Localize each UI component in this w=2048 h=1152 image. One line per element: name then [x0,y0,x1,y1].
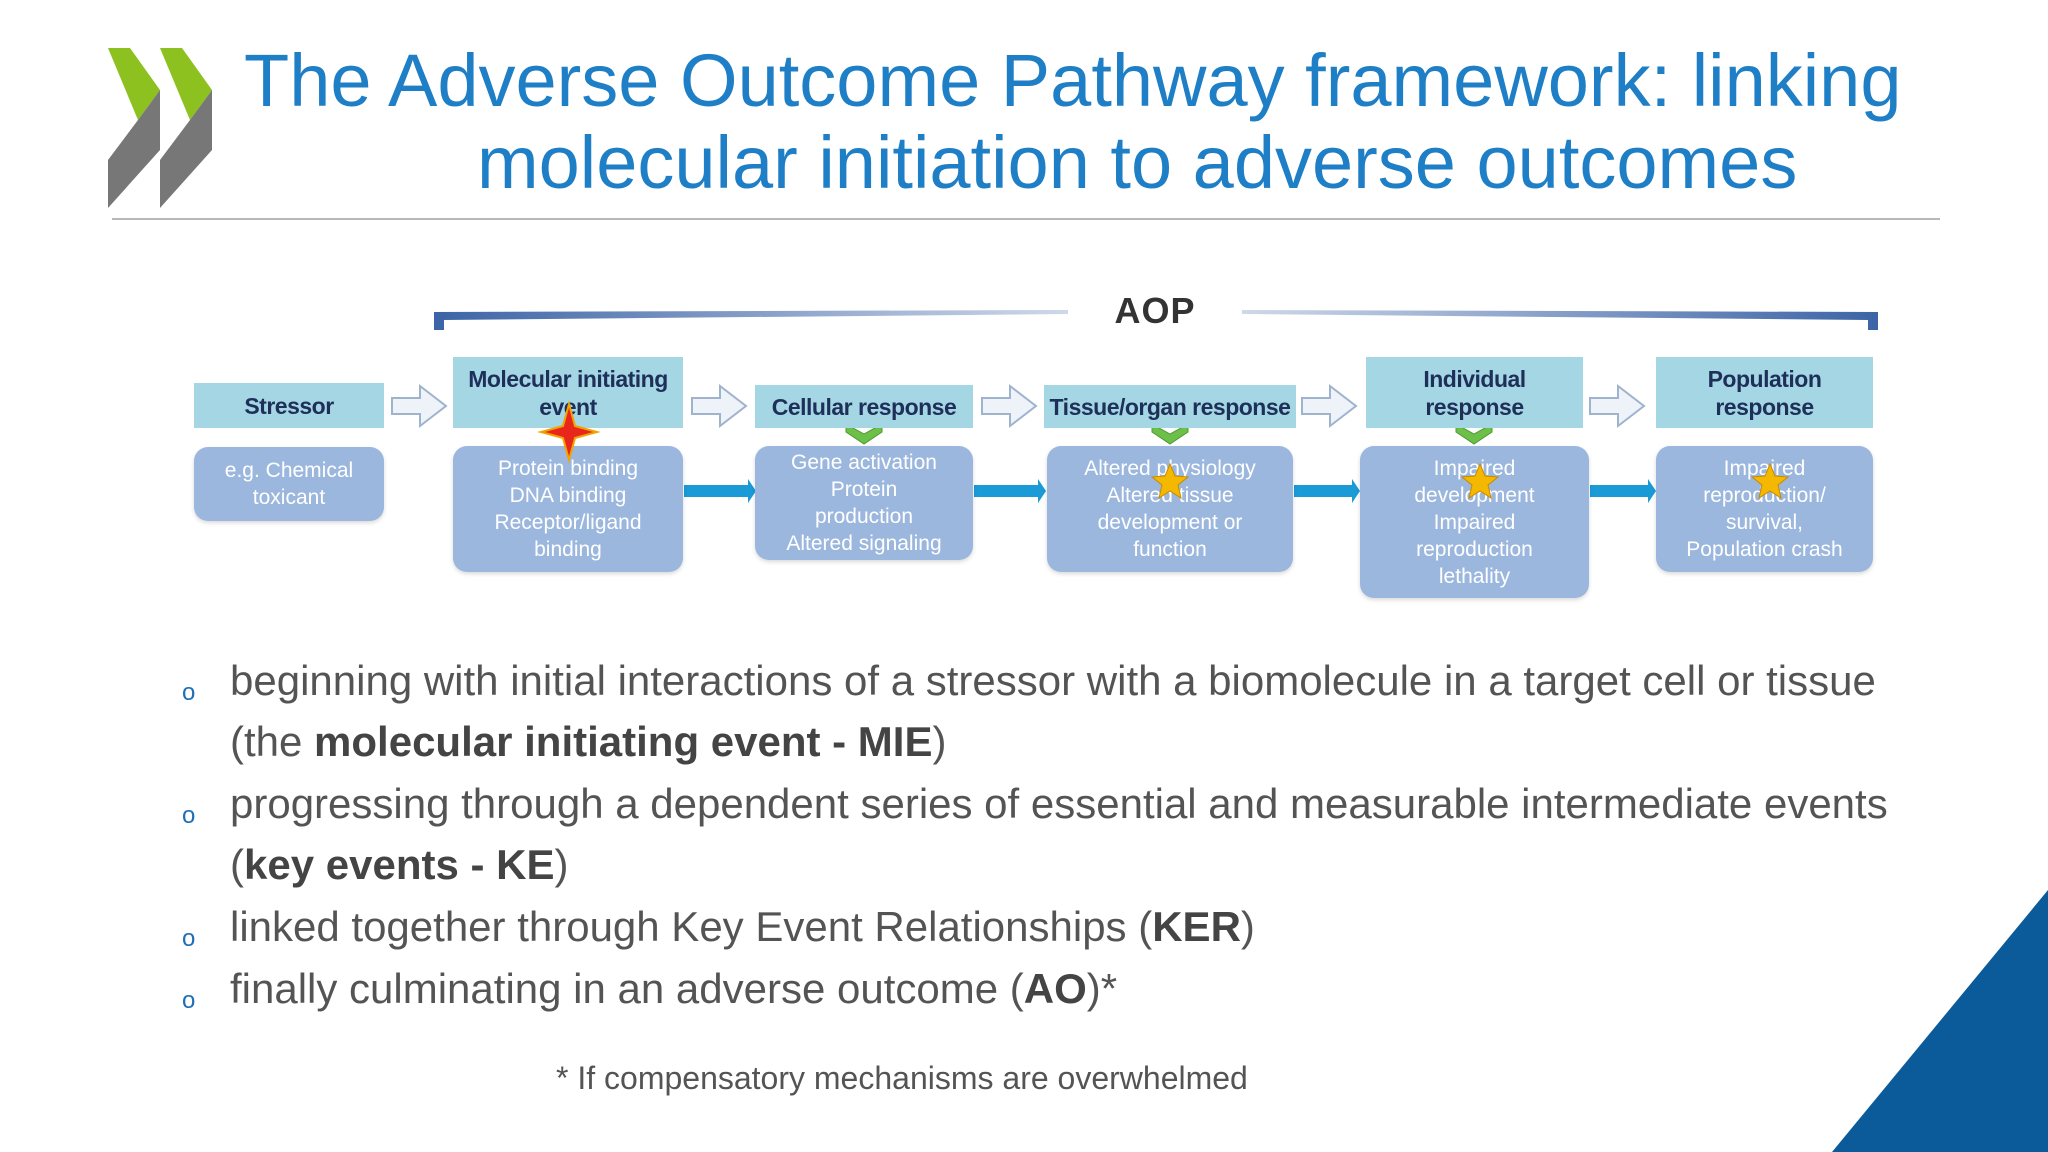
yellow-star-icon [1750,462,1790,500]
header-arrow-2 [691,383,748,429]
title-line-2: molecular initiation to adverse outcomes [477,121,1798,204]
step-box-text: Impaired development Impaired reproducti… [1414,456,1534,588]
step-header-label: Tissue/organ response [1049,393,1291,420]
step-box-stressor: e.g. Chemical toxicant [194,447,384,521]
aop-label: AOP [1114,290,1196,331]
yellow-star-icon [1150,462,1190,500]
corner-triangle-icon [1832,890,2048,1152]
step-header-stressor: Stressor [194,383,384,428]
footnote: * If compensatory mechanisms are overwhe… [556,1060,1248,1096]
step-box-text: Protein binding DNA binding Receptor/lig… [494,457,642,561]
red-star-icon [537,400,601,464]
box-connectors [684,479,1656,503]
yellow-star-icon [1460,462,1500,500]
step-header-label: Population response [1707,365,1822,420]
box-connector-4 [1590,479,1656,503]
step-header-label: Stressor [244,392,334,419]
header-arrow-4 [1301,383,1358,429]
step-header-tissue: Tissue/organ response [1044,385,1296,428]
step-box-text: e.g. Chemical toxicant [224,459,354,509]
bullet-marker: o [182,679,196,706]
step-box-individual: Impaired development Impaired reproducti… [1360,446,1589,598]
step-header-cellular: Cellular response [755,385,973,428]
down-chevron-1 [845,423,883,445]
bullet-marker: o [182,925,196,952]
bullet-marker: o [182,802,196,829]
aop-bracket [434,310,1878,330]
header-arrows [391,383,1646,429]
down-chevron-3 [1455,423,1493,445]
step-header-population: Population response [1656,357,1873,428]
step-header-individual: Individual response [1366,357,1583,428]
box-connector-1 [684,479,756,503]
header-arrow-5 [1589,383,1646,429]
header-arrow-3 [981,383,1038,429]
step-box-text: Gene activation Protein production Alter… [786,451,942,555]
down-chevron-2 [1151,423,1189,445]
oecd-logo-icon [108,48,212,208]
page-title: The Adverse Outcome Pathway framework: l… [240,40,1980,204]
step-box-cellular: Gene activation Protein production Alter… [755,446,973,560]
box-connector-3 [1294,479,1360,503]
header-arrow-1 [391,383,448,429]
step-box-text: Impaired reproduction/ survival, Populat… [1686,457,1843,561]
step-box-tissue: Altered physiology Altered tissue develo… [1047,446,1293,572]
step-header-label: Individual response [1423,365,1526,420]
step-header-label: Cellular response [771,393,957,420]
step-box-mie: Protein binding DNA binding Receptor/lig… [453,446,683,572]
down-chevrons [845,423,1493,445]
step-header-label: Molecular initiating event [468,365,668,420]
title-divider [112,218,1940,220]
title-line-1: The Adverse Outcome Pathway framework: l… [244,39,1902,122]
step-box-population: Impaired reproduction/ survival, Populat… [1656,446,1873,572]
box-connector-2 [974,479,1046,503]
bullet-marker: o [182,987,196,1014]
step-box-text: Altered physiology Altered tissue develo… [1084,457,1256,561]
